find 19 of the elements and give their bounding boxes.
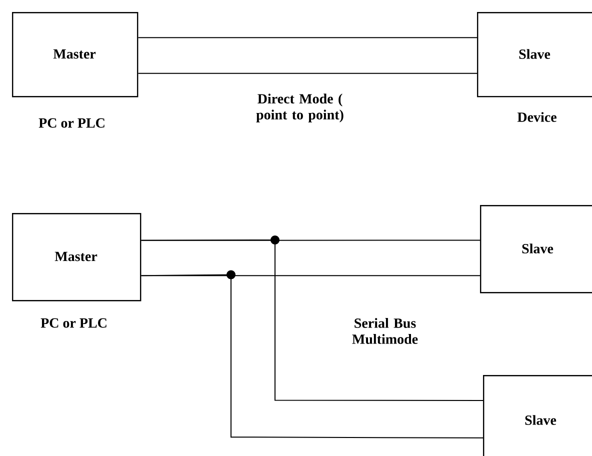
device-caption: PC or PLC <box>40 318 106 328</box>
bus-line <box>140 274 484 438</box>
device-box <box>483 375 592 456</box>
device-caption: Device <box>517 112 556 122</box>
mode-label: Direct Mode ( point to point) <box>256 94 344 122</box>
box-label: Slave <box>519 49 550 59</box>
box-label: Master <box>53 49 96 59</box>
bus-line <box>140 239 484 402</box>
box-label: Slave <box>525 415 556 425</box>
device-caption: PC or PLC <box>38 118 104 128</box>
box-label: Master <box>54 252 98 262</box>
device-box <box>12 12 138 98</box>
device-box <box>12 213 142 302</box>
device-box <box>480 205 592 294</box>
device-box <box>477 12 592 98</box>
bus-line <box>138 37 478 38</box>
bus-line <box>138 72 478 74</box>
mode-label: Serial Bus Multimode <box>352 318 418 344</box>
box-label: Slave <box>522 244 554 254</box>
